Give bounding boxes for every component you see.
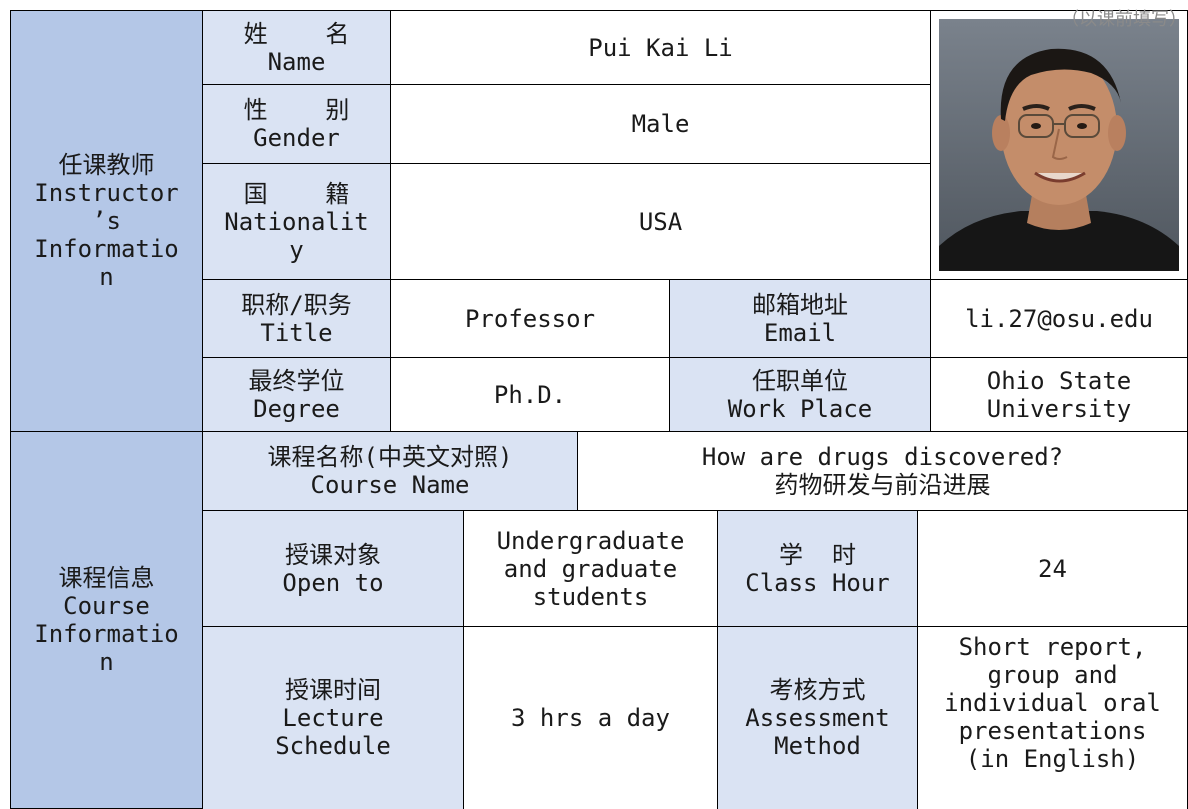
assessment-value-3: individual oral bbox=[944, 689, 1161, 717]
open-to-label-zh: 授课对象 bbox=[285, 540, 381, 569]
instructor-photo: （以课前填写） bbox=[930, 9, 1188, 280]
email-value: li.27@osu.edu bbox=[930, 279, 1188, 358]
course-section-en-1: Course bbox=[63, 592, 150, 620]
photo-caption-fragment: （以课前填写） bbox=[1061, 9, 1187, 30]
instructor-section-en-2: ’s bbox=[92, 207, 121, 235]
instructor-section-en-1: Instructor bbox=[34, 179, 179, 207]
gender-label: 性 别 Gender bbox=[202, 84, 391, 164]
gender-label-zh: 性 别 bbox=[243, 96, 350, 124]
name-label-en: Name bbox=[267, 47, 326, 76]
name-label-zh: 姓 名 bbox=[243, 19, 350, 48]
course-name-label-zh: 课程名称(中英文对照) bbox=[267, 443, 513, 471]
course-name-value-zh: 药物研发与前沿进展 bbox=[774, 471, 991, 499]
title-label-en: Title bbox=[260, 318, 333, 347]
gender-label-en: Gender bbox=[253, 124, 340, 152]
open-to-label: 授课对象 Open to bbox=[202, 510, 464, 627]
assessment-value-2: group and bbox=[987, 661, 1118, 689]
degree-value-text: Ph.D. bbox=[493, 380, 567, 409]
nationality-label: 国 籍 Nationalit y bbox=[202, 163, 391, 280]
assessment-label: 考核方式 Assessment Method bbox=[717, 626, 918, 809]
open-to-value-1: Undergraduate bbox=[496, 526, 685, 555]
nationality-label-en-1: Nationalit bbox=[224, 207, 369, 236]
class-hour-value: 24 bbox=[917, 510, 1188, 627]
instructor-section-en-3: Informatio bbox=[34, 235, 179, 263]
schedule-label-en-2: Schedule bbox=[275, 732, 391, 760]
course-name-value: How are drugs discovered? 药物研发与前沿进展 bbox=[577, 431, 1188, 511]
schedule-label: 授课时间 Lecture Schedule bbox=[202, 626, 464, 809]
class-hour-label-en: Class Hour bbox=[745, 568, 890, 597]
work-place-label-en: Work Place bbox=[727, 394, 873, 423]
nationality-value: USA bbox=[390, 163, 931, 280]
degree-label-en: Degree bbox=[253, 394, 340, 423]
assessment-value-5: (in English) bbox=[965, 745, 1140, 773]
instructor-section-header: 任课教师 Instructor ’s Informatio n bbox=[10, 10, 203, 432]
work-place-value-2: University bbox=[986, 394, 1132, 423]
instructor-section-zh: 任课教师 bbox=[58, 151, 155, 179]
work-place-label-zh: 任职单位 bbox=[752, 366, 848, 395]
instructor-section-en-4: n bbox=[99, 263, 114, 291]
degree-label-zh: 最终学位 bbox=[248, 366, 345, 395]
class-hour-label-zh: 学 时 bbox=[779, 540, 856, 569]
schedule-label-en-1: Lecture bbox=[282, 704, 384, 732]
open-to-label-en: Open to bbox=[282, 568, 384, 597]
title-label-zh: 职称/职务 bbox=[241, 290, 352, 319]
course-name-label-en: Course Name bbox=[310, 471, 470, 499]
name-label: 姓 名 Name bbox=[202, 10, 391, 85]
degree-label: 最终学位 Degree bbox=[202, 357, 391, 432]
assessment-label-en-1: Assessment bbox=[745, 704, 890, 732]
name-value-text: Pui Kai Li bbox=[588, 33, 733, 62]
nationality-label-zh: 国 籍 bbox=[243, 179, 350, 208]
course-name-label: 课程名称(中英文对照) Course Name bbox=[202, 431, 578, 511]
title-value: Professor bbox=[390, 279, 670, 358]
degree-value: Ph.D. bbox=[390, 357, 670, 432]
assessment-value-1: Short report, bbox=[958, 633, 1147, 661]
class-hour-value-text: 24 bbox=[1038, 554, 1067, 583]
open-to-value: Undergraduate and graduate students bbox=[463, 510, 718, 627]
gender-value: Male bbox=[390, 84, 931, 164]
title-value-text: Professor bbox=[464, 304, 596, 333]
title-label: 职称/职务 Title bbox=[202, 279, 391, 358]
email-label: 邮箱地址 Email bbox=[669, 279, 931, 358]
email-label-zh: 邮箱地址 bbox=[752, 290, 848, 319]
class-hour-label: 学 时 Class Hour bbox=[717, 510, 918, 627]
open-to-value-2: and graduate bbox=[503, 554, 678, 583]
course-section-header: 课程信息 Course Informatio n bbox=[10, 431, 203, 809]
work-place-value-1: Ohio State bbox=[986, 366, 1132, 395]
schedule-label-zh: 授课时间 bbox=[285, 676, 381, 704]
assessment-value-4: presentations bbox=[958, 717, 1147, 745]
assessment-label-en-2: Method bbox=[774, 732, 861, 760]
nationality-value-text: USA bbox=[638, 207, 683, 236]
course-section-en-3: n bbox=[99, 648, 114, 676]
gender-value-text: Male bbox=[631, 110, 690, 138]
nationality-label-en-2: y bbox=[289, 235, 304, 264]
course-section-zh: 课程信息 bbox=[58, 564, 155, 592]
open-to-value-3: students bbox=[532, 582, 649, 611]
email-value-text: li.27@osu.edu bbox=[965, 304, 1153, 333]
portrait-image bbox=[939, 19, 1179, 271]
email-label-en: Email bbox=[763, 318, 837, 347]
schedule-value: 3 hrs a day bbox=[463, 626, 718, 809]
course-name-value-en: How are drugs discovered? bbox=[701, 443, 1064, 471]
work-place-value: Ohio State University bbox=[930, 357, 1188, 432]
assessment-label-zh: 考核方式 bbox=[769, 676, 866, 704]
schedule-value-text: 3 hrs a day bbox=[511, 704, 670, 732]
course-section-en-2: Informatio bbox=[34, 620, 179, 648]
assessment-value: Short report, group and individual oral … bbox=[917, 626, 1188, 809]
work-place-label: 任职单位 Work Place bbox=[669, 357, 931, 432]
name-value: Pui Kai Li bbox=[390, 10, 931, 85]
